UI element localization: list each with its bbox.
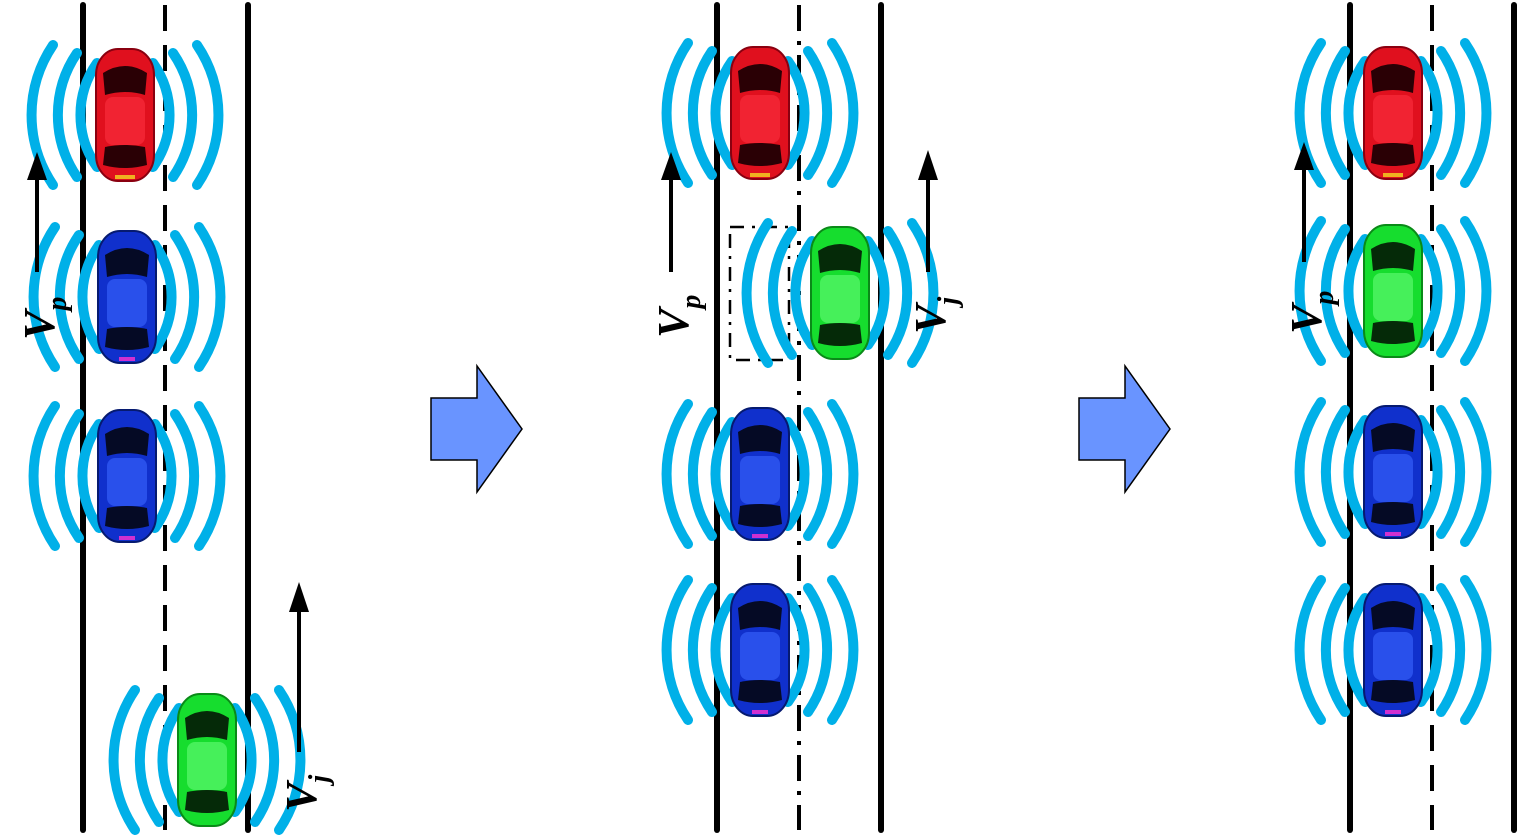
car-blue-icon — [97, 230, 157, 364]
vehicle-blue-follower — [667, 580, 854, 720]
vehicle-blue-follower — [34, 406, 221, 546]
car-green-icon — [177, 693, 237, 827]
car-red-icon — [95, 48, 155, 182]
vehicle-blue-follower — [1300, 580, 1487, 720]
vehicle-green-joining — [747, 223, 934, 363]
car-blue-icon — [1363, 583, 1423, 717]
platoon-velocity-arrow — [1294, 142, 1314, 262]
car-blue-icon — [1363, 405, 1423, 539]
car-green-icon — [1363, 224, 1423, 358]
car-red-icon — [1363, 46, 1423, 180]
transition-arrow-icon — [430, 363, 523, 495]
panel-before-merge: Vp Vj — [15, 2, 335, 830]
joiner-speed-label: Vj — [906, 297, 964, 334]
platoon-velocity-arrow — [661, 152, 681, 272]
platoon-speed-label: Vp — [1282, 291, 1340, 334]
vehicle-blue-follower — [1300, 402, 1487, 542]
joiner-speed-label: Vj — [277, 775, 335, 812]
car-red-icon — [730, 46, 790, 180]
vehicle-blue-follower — [667, 404, 854, 544]
vehicle-red-leader — [1300, 43, 1487, 183]
joiner-velocity-arrow — [289, 582, 309, 752]
panel-after-merge: Vp — [1282, 2, 1517, 833]
car-blue-icon — [97, 409, 157, 543]
car-blue-icon — [730, 583, 790, 717]
transition-arrow-icon — [1078, 363, 1171, 495]
car-blue-icon — [730, 407, 790, 541]
vehicle-red-leader — [32, 45, 219, 185]
platoon-speed-label: Vp — [15, 297, 73, 340]
vehicle-red-leader — [667, 43, 854, 183]
platoon-velocity-arrow — [27, 152, 47, 272]
car-green-icon — [810, 226, 870, 360]
panel-merging: Vp Vj — [649, 2, 964, 833]
merge-gap-marker — [728, 225, 791, 362]
platoon-speed-label: Vp — [649, 295, 707, 338]
joiner-velocity-arrow — [918, 150, 938, 272]
vehicle-green-joining — [114, 690, 301, 830]
